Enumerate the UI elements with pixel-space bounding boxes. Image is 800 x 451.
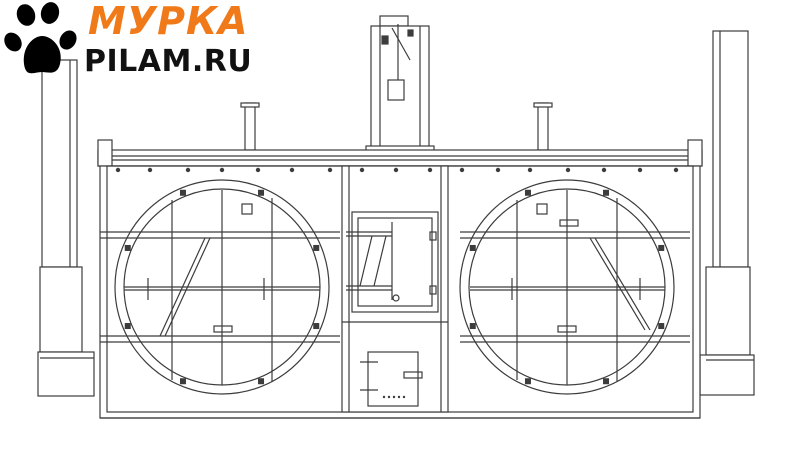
ash-pit-door <box>360 351 423 407</box>
door-ring-bolts <box>124 189 665 385</box>
logo-site: PILAM.RU <box>84 44 253 79</box>
right-door <box>459 179 690 395</box>
firebox-door <box>346 211 439 313</box>
logo-title: МУРКА <box>88 0 249 43</box>
left-door <box>100 179 340 395</box>
paw-icon <box>4 2 77 74</box>
right-support-column <box>699 30 755 396</box>
left-support-column <box>37 59 95 397</box>
chimney-assembly <box>365 15 435 155</box>
roof-bolts <box>115 167 679 173</box>
